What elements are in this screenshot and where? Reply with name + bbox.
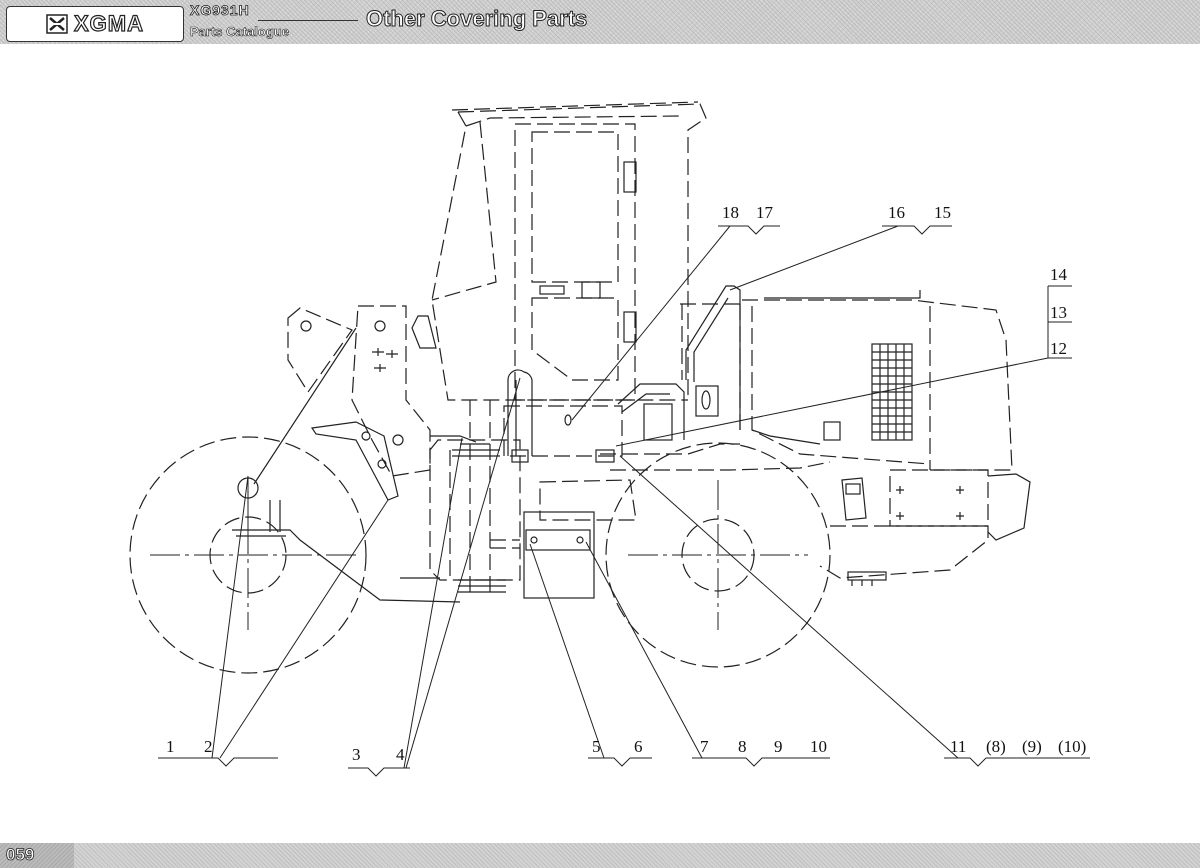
- section-title: Other Covering Parts: [365, 6, 588, 32]
- brand-logo: XGMA: [6, 6, 184, 42]
- exploded-parts-diagram: 1 2 3 4 5 6 7 8 9 10 11 (8) (9) (10) 12 …: [129, 101, 1090, 777]
- callout-8: 8: [738, 737, 747, 756]
- boom-arm: [232, 305, 461, 603]
- xgma-logo-icon: [46, 14, 68, 34]
- callout-9-ref: (9): [1022, 737, 1042, 756]
- brand-name: XGMA: [73, 10, 144, 36]
- callout-4: 4: [396, 745, 405, 764]
- callout-17: 17: [756, 203, 774, 222]
- callout-14: 14: [1050, 265, 1068, 284]
- callout-5: 5: [592, 737, 601, 756]
- callout-7: 7: [700, 737, 709, 756]
- operator-cab: [411, 101, 707, 401]
- callout-18: 18: [722, 203, 739, 222]
- callout-13: 13: [1050, 303, 1067, 322]
- rear-counterweight: [819, 469, 1031, 586]
- header-rule: [258, 20, 358, 21]
- engine-hood: [680, 285, 1013, 471]
- callout-labels: 1 2 3 4 5 6 7 8 9 10 11 (8) (9) (10) 12 …: [166, 203, 1086, 764]
- catalogue-label: Parts Catalogue: [190, 24, 290, 40]
- page-number: 059: [6, 845, 35, 865]
- callout-8-ref: (8): [986, 737, 1006, 756]
- leader-lines: [158, 225, 1090, 777]
- page-number-box: 059: [0, 843, 74, 868]
- callout-10-ref: (10): [1058, 737, 1086, 756]
- callout-1: 1: [166, 737, 175, 756]
- front-wheel: [129, 436, 367, 674]
- callout-2: 2: [204, 737, 213, 756]
- callout-9: 9: [774, 737, 783, 756]
- callout-11: 11: [950, 737, 966, 756]
- callout-10: 10: [810, 737, 827, 756]
- callout-6: 6: [634, 737, 643, 756]
- rear-wheel: [605, 442, 831, 668]
- page-footer: 059: [0, 843, 1200, 868]
- callout-3: 3: [352, 745, 361, 764]
- callout-16: 16: [888, 203, 905, 222]
- chassis-frame: [400, 369, 831, 599]
- model-name: XG931H: [190, 2, 250, 19]
- callout-12: 12: [1050, 339, 1067, 358]
- callout-15: 15: [934, 203, 951, 222]
- page-header: XGMA XG931H Parts Catalogue Other Coveri…: [0, 0, 1200, 44]
